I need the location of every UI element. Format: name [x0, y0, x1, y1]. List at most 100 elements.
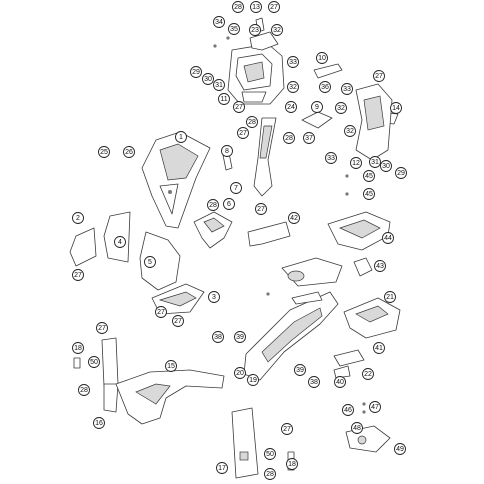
- callout-circle: [218, 93, 230, 105]
- callout-circle: [374, 260, 386, 272]
- callout-circle: [271, 24, 283, 36]
- callout-30: 30: [202, 73, 214, 85]
- callout-7: 7: [230, 182, 242, 194]
- callout-number: 27: [174, 318, 182, 325]
- callout-number: 32: [346, 128, 354, 135]
- callout-circle: [294, 364, 306, 376]
- callout-27: 27: [268, 1, 280, 13]
- callout-number: 28: [209, 202, 217, 209]
- callout-11: 11: [218, 93, 230, 105]
- callout-6: 6: [223, 198, 235, 210]
- callout-circle: [249, 24, 261, 36]
- callout-circle: [384, 291, 396, 303]
- callout-circle: [362, 368, 374, 380]
- callout-number: 46: [344, 407, 352, 414]
- callout-circle: [72, 342, 84, 354]
- callout-number: 11: [220, 96, 227, 103]
- callout-44: 44: [382, 232, 394, 244]
- callout-circle: [369, 156, 381, 168]
- callout-circle: [283, 132, 295, 144]
- callout-number: 40: [336, 379, 344, 386]
- headlight-mask: [141, 131, 211, 229]
- callout-22: 22: [362, 368, 374, 380]
- callout-27: 27: [72, 269, 84, 281]
- callout-circle: [234, 331, 246, 343]
- callout-circle: [246, 116, 258, 128]
- callout-circle: [268, 1, 280, 13]
- callout-33: 33: [341, 83, 353, 95]
- callout-number: 49: [396, 446, 404, 453]
- callout-28: 28: [207, 199, 219, 211]
- callout-circle: [72, 212, 84, 224]
- callout-circle: [155, 306, 167, 318]
- small-bracket-6: [193, 211, 233, 249]
- callout-circle: [363, 188, 375, 200]
- callout-circle: [175, 131, 187, 143]
- callout-circle: [237, 127, 249, 139]
- callout-circle: [72, 269, 84, 281]
- callout-number: 45: [365, 173, 373, 180]
- callout-circle: [311, 101, 323, 113]
- bolts: [213, 36, 366, 414]
- callout-12: 12: [350, 157, 362, 169]
- callout-number: 27: [157, 309, 165, 316]
- callout-number: 7: [234, 185, 238, 192]
- callout-number: 27: [270, 4, 278, 11]
- callout-number: 47: [371, 404, 379, 411]
- callout-number: 22: [364, 371, 372, 378]
- callout-number: 39: [236, 334, 244, 341]
- callout-2: 2: [72, 212, 84, 224]
- callout-circle: [351, 422, 363, 434]
- callout-30: 30: [380, 160, 392, 172]
- callout-3: 3: [208, 291, 220, 303]
- callout-circle: [255, 203, 267, 215]
- rear-bracket: [343, 297, 401, 339]
- callout-number: 21: [386, 294, 394, 301]
- seat-tail: [281, 211, 391, 287]
- callout-number: 36: [321, 84, 329, 91]
- callout-27: 27: [96, 322, 108, 334]
- callout-9: 9: [311, 101, 323, 113]
- callout-number: 38: [310, 379, 318, 386]
- callout-number: 10: [318, 55, 326, 62]
- callout-number: 41: [375, 345, 383, 352]
- callout-number: 29: [397, 170, 405, 177]
- callout-20: 20: [234, 367, 246, 379]
- callout-number: 24: [287, 104, 295, 111]
- callout-45: 45: [363, 188, 375, 200]
- callout-circle: [212, 331, 224, 343]
- callout-number: 45: [365, 191, 373, 198]
- callout-circle: [395, 167, 407, 179]
- callout-circle: [123, 146, 135, 158]
- callout-circle: [165, 360, 177, 372]
- callout-33: 33: [325, 152, 337, 164]
- callout-31: 31: [213, 79, 225, 91]
- callout-27: 27: [373, 70, 385, 82]
- callout-number: 9: [315, 104, 319, 111]
- callout-10: 10: [316, 52, 328, 64]
- callout-number: 17: [218, 465, 226, 472]
- callout-circle: [230, 182, 242, 194]
- callout-circle: [223, 198, 235, 210]
- callout-32: 32: [344, 125, 356, 137]
- callout-circle: [221, 145, 233, 157]
- callout-number: 26: [125, 149, 133, 156]
- callout-1: 1: [175, 131, 187, 143]
- callout-circle: [96, 322, 108, 334]
- callout-circle: [190, 66, 202, 78]
- callout-29: 29: [190, 66, 202, 78]
- callout-number: 42: [290, 215, 298, 222]
- callout-number: 13: [252, 4, 260, 11]
- callout-47: 47: [369, 401, 381, 413]
- callout-number: 18: [74, 345, 82, 352]
- callout-circle: [250, 1, 262, 13]
- callout-circle: [335, 102, 347, 114]
- callout-number: 29: [192, 69, 200, 76]
- callout-32: 32: [271, 24, 283, 36]
- callout-28: 28: [232, 1, 244, 13]
- callout-circle: [373, 70, 385, 82]
- callout-23: 23: [249, 24, 261, 36]
- callout-31: 31: [369, 156, 381, 168]
- callout-number: 23: [251, 27, 259, 34]
- callout-circle: [308, 376, 320, 388]
